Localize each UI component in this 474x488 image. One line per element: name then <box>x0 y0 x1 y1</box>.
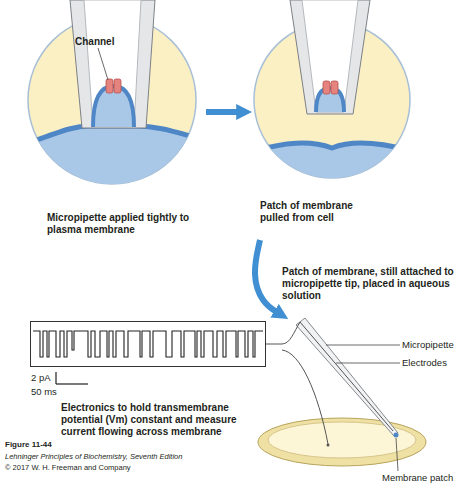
leader-line <box>326 345 400 346</box>
process-arrow <box>255 240 279 313</box>
copyright-notice: © 2017 W. H. Freeman and Company <box>5 463 131 472</box>
callout-label: Micropipette <box>402 339 454 350</box>
trace-caption: Electronics to hold transmembrane potent… <box>61 402 266 438</box>
callout-label: Electrodes <box>402 357 447 368</box>
process-arrow <box>206 109 241 115</box>
dish-rim <box>258 418 426 466</box>
scale-bar <box>55 372 56 384</box>
panel-circle: Patch of membrane pulled from cell <box>252 22 412 237</box>
electrode-wire <box>282 322 393 431</box>
source-credit: Lehninger Principles of Biochemistry, Se… <box>5 452 182 461</box>
panel-circle: ChannelMicropipette applied tightly to p… <box>25 12 200 244</box>
panel-caption: Micropipette applied tightly to plasma m… <box>47 212 202 236</box>
scale-bar <box>56 383 88 384</box>
part-label: Channel <box>75 36 114 48</box>
scale-label: 2 pA <box>31 372 51 383</box>
scale-label: 50 ms <box>31 386 57 397</box>
trace-box: 2 pA50 msElectronics to hold transmembra… <box>30 321 266 367</box>
panel-caption: Patch of membrane, still attached to mic… <box>282 266 460 302</box>
panel-caption: Patch of membrane pulled from cell <box>260 200 385 224</box>
connecting-wire <box>266 344 282 345</box>
panel-circle <box>254 22 410 178</box>
panel-circle <box>28 16 196 184</box>
figure-number: Figure 11-44 <box>5 440 52 450</box>
callout-label: Membrane patch <box>382 472 453 483</box>
leader-line <box>336 363 400 364</box>
